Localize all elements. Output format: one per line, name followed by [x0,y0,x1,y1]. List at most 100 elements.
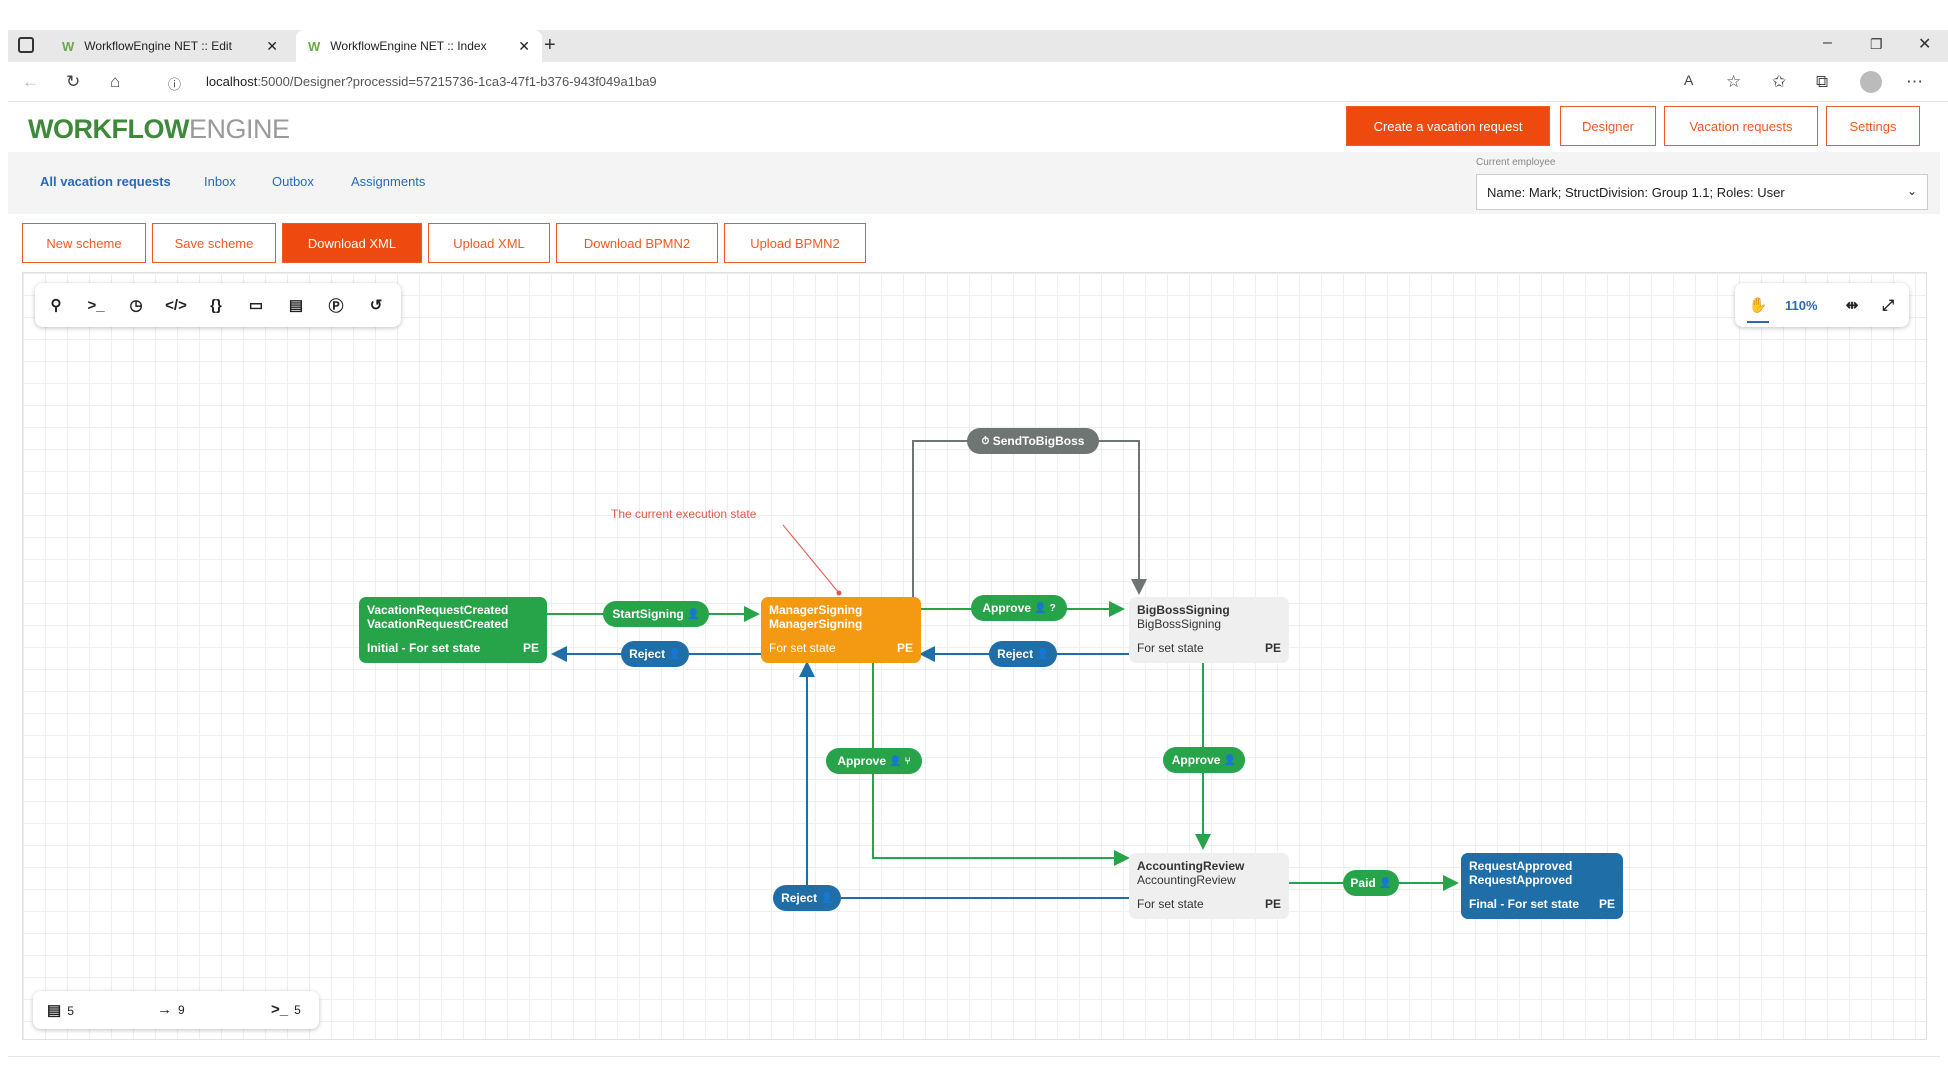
transition-connectors [547,440,1459,899]
nav-all-vacation-requests[interactable]: All vacation requests [40,174,171,189]
code-icon[interactable]: </> [165,296,187,314]
collections-icon[interactable]: ⧉ [1816,72,1829,91]
refresh-icon[interactable]: ↻ [66,72,81,91]
arrow-right-icon: → [157,1001,172,1018]
activity-name: BigBossSigning [1137,603,1230,617]
activity-count: ▤5 [47,1002,74,1019]
activity-state: BigBossSigning [1137,617,1222,631]
activity-bigbosssigning[interactable]: BigBossSigning BigBossSigning For set st… [1129,597,1289,663]
transition-approve-3[interactable]: Approve 👤 [1163,747,1245,773]
address-bar: ← ↻ ⌂ ⓘ localhost:5000/Designer?processi… [8,62,1948,102]
nav-assignments[interactable]: Assignments [351,174,426,189]
command-count: >_5 [271,1001,301,1018]
comment-icon[interactable]: ▭ [248,297,264,314]
browser-tab-index[interactable]: W WorkflowEngine NET :: Index ✕ [296,30,542,62]
activity-pe: PE [896,641,913,655]
transition-paid[interactable]: Paid 👤 [1343,870,1399,896]
activity-type: For set state [1137,897,1204,911]
transition-reject-1[interactable]: Reject 👤 [621,641,689,667]
close-window-icon[interactable]: ✕ [1918,36,1932,53]
current-employee-select[interactable]: Name: Mark; StructDivision: Group 1.1; R… [1476,174,1928,210]
transition-approve-1[interactable]: Approve 👤 ? [971,595,1067,621]
pan-active-indicator [1747,321,1769,323]
pan-hand-icon[interactable]: ✋ [1748,297,1768,314]
favorites-icon[interactable]: ✩ [1772,72,1787,91]
profile-avatar[interactable] [1860,71,1882,93]
more-menu-icon[interactable]: ⋯ [1906,72,1923,91]
download-bpmn2-button[interactable]: Download BPMN2 [556,223,718,263]
footer-divider [8,1056,1940,1057]
transition-sendtobigboss[interactable]: ⏱ SendToBigBoss [967,428,1099,454]
transition-label: Reject [781,891,818,905]
actor-icon: 👤 [1379,877,1392,889]
process-parameter-icon[interactable]: Ⓟ [328,297,344,315]
actor-icon: 👤 [820,892,833,904]
transition-label: Approve [982,601,1031,615]
fullscreen-icon[interactable]: ⤢ [1881,296,1894,314]
tab-actions-icon[interactable] [18,37,34,53]
current-employee-value: Name: Mark; StructDivision: Group 1.1; R… [1487,184,1785,200]
tab-close-icon[interactable]: ✕ [266,38,278,54]
nav-inbox[interactable]: Inbox [204,174,236,189]
upload-bpmn2-button[interactable]: Upload BPMN2 [724,223,866,263]
command-icon[interactable]: >_ [87,296,105,314]
edge-reject-from-accounting [799,661,1129,899]
transition-label: Reject [997,647,1034,661]
zoom-panel: ✋ 110% ⇹ ⤢ [1735,283,1909,327]
back-icon[interactable]: ← [22,72,39,91]
restore-icon[interactable]: ❐ [1870,36,1883,52]
new-scheme-button[interactable]: New scheme [22,223,146,263]
transition-label: Approve [837,754,887,768]
scheme-stats-panel: ▤5 →9 >_5 [33,991,319,1029]
activity-vacationrequestcreated[interactable]: VacationRequestCreated VacationRequestCr… [359,597,547,663]
actor-icon: 👤 [668,648,681,660]
activity-type: Final - For set state [1469,897,1580,911]
create-vacation-request-button[interactable]: Create a vacation request [1346,106,1550,146]
designer-canvas[interactable]: ⚲ >_ ◷ </> {} ▭ ▤ Ⓟ ↺ ✋ 110% ⇹ ⤢ [22,272,1927,1040]
activity-requestapproved[interactable]: RequestApproved RequestApproved Final - … [1461,853,1623,919]
command-icon: >_ [271,1001,289,1018]
url-field[interactable]: localhost:5000/Designer?processid=572157… [206,74,657,89]
activity-state: VacationRequestCreated [367,617,509,631]
settings-button[interactable]: Settings [1826,106,1920,146]
browser-tab-edit[interactable]: W WorkflowEngine NET :: Edit ✕ [50,30,290,62]
tab-title: WorkflowEngine NET :: Edit [84,39,232,53]
activity-managersigning[interactable]: ManagerSigning ManagerSigning For set st… [761,597,921,663]
timer-icon: ⏱ [981,435,990,447]
favorite-add-icon[interactable]: ☆ [1726,72,1742,91]
transition-approve-2[interactable]: Approve 👤 ⑂ [826,748,922,774]
actor-icon[interactable]: ⚲ [50,297,62,314]
transition-reject-2[interactable]: Reject 👤 [989,641,1057,667]
activity-name: VacationRequestCreated [367,603,509,617]
tab-title: WorkflowEngine NET :: Index [330,39,487,53]
browser-tab-bar: W WorkflowEngine NET :: Edit ✕ W Workflo… [8,30,1948,62]
activity-pe: PE [1264,897,1281,911]
site-info-icon[interactable]: ⓘ [168,77,182,92]
home-icon[interactable]: ⌂ [110,72,121,91]
fit-width-icon[interactable]: ⇹ [1845,297,1859,314]
transition-reject-3[interactable]: Reject 👤 [773,885,841,911]
transition-count: →9 [157,1001,185,1018]
clipboard-icon[interactable]: ▤ [288,297,304,314]
transition-label: Approve [1171,753,1221,767]
edge-approve-to-accounting [872,663,1130,866]
app-logo[interactable]: WORKFLOWENGINE [28,114,290,144]
tab-close-icon[interactable]: ✕ [518,38,530,54]
designer-button[interactable]: Designer [1560,106,1656,146]
read-aloud-icon[interactable]: A [1684,72,1694,88]
transition-startsigning[interactable]: StartSigning 👤 [603,601,709,627]
new-tab-button[interactable]: + [544,34,556,56]
nav-outbox[interactable]: Outbox [272,174,314,189]
parameters-icon[interactable]: {} [210,296,222,314]
save-scheme-button[interactable]: Save scheme [152,223,276,263]
edge-sendtobigboss [912,440,1147,597]
activity-accountingreview[interactable]: AccountingReview AccountingReview For se… [1129,853,1289,919]
minimize-icon[interactable]: – [1823,34,1832,51]
download-xml-button[interactable]: Download XML [282,223,422,263]
upload-xml-button[interactable]: Upload XML [428,223,550,263]
history-icon[interactable]: ↺ [369,297,383,314]
zoom-level[interactable]: 110% [1785,298,1818,313]
timer-icon[interactable]: ◷ [129,297,143,314]
actor-icon: 👤 [1036,648,1049,660]
vacation-requests-button[interactable]: Vacation requests [1664,106,1818,146]
